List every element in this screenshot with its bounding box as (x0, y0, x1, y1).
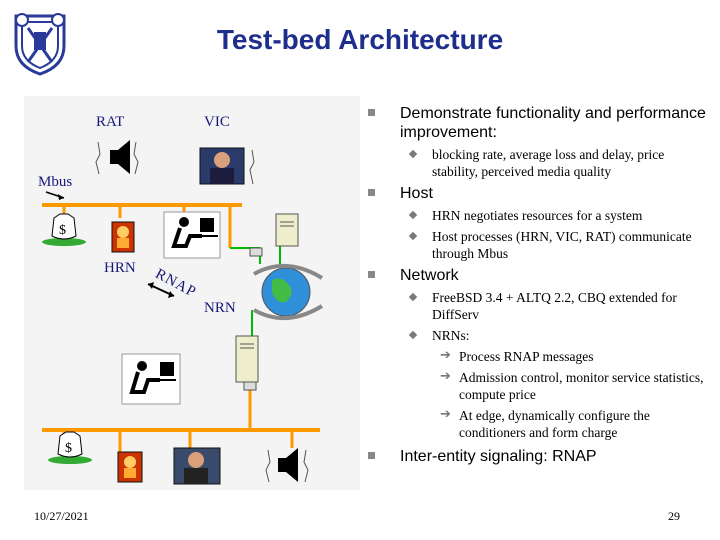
bullet-signaling: Inter-entity signaling: RNAP (368, 447, 708, 466)
speaker-icon (95, 140, 139, 175)
arrow-bullet-icon: ➔ (440, 369, 451, 384)
money-bag-bottom-icon: $ (48, 431, 92, 464)
hrn-agent-bottom-icon (117, 451, 143, 483)
diamond-bullet-icon (408, 149, 418, 159)
bullet-text: Host (400, 185, 433, 202)
network-router-globe-icon (253, 263, 324, 321)
mbus-arrow-icon (45, 191, 65, 200)
sub-sub-bullet-text: At edge, dynamically configure the condi… (459, 408, 650, 440)
sub-bullet-text: Host processes (HRN, VIC, RAT) communica… (432, 229, 692, 261)
diamond-bullet-icon (408, 231, 418, 241)
sub-bullet-host-processes: Host processes (HRN, VIC, RAT) communica… (368, 228, 708, 262)
speaker-bottom-icon (265, 448, 309, 483)
square-bullet-icon (368, 189, 375, 196)
sub-bullet-nrns: NRNs: (368, 327, 708, 344)
sub-bullet-text: HRN negotiates resources for a system (432, 208, 643, 223)
sub-bullet-freebsd: FreeBSD 3.4 + ALTQ 2.2, CBQ extended for… (368, 289, 708, 323)
testbed-diagram: $ (24, 96, 360, 490)
bullet-demonstrate: Demonstrate functionality and performanc… (368, 104, 708, 142)
diamond-bullet-icon (408, 292, 418, 302)
svg-text:$: $ (65, 441, 72, 456)
sub-sub-bullet-text: Process RNAP messages (459, 349, 594, 364)
diamond-bullet-icon (408, 210, 418, 220)
sub-bullet-metrics: blocking rate, average loss and delay, p… (368, 146, 708, 180)
university-logo-icon (14, 13, 66, 76)
nrn-label: NRN (204, 300, 236, 316)
bullet-network: Network (368, 266, 708, 285)
hrn-agent-icon (111, 221, 135, 253)
sub-sub-bullet-text: Admission control, monitor service stati… (459, 370, 704, 402)
hrn-label: HRN (104, 260, 136, 276)
slide-title: Test-bed Architecture (216, 24, 504, 55)
rat-label: RAT (96, 114, 125, 130)
rnap-double-arrow-icon (147, 282, 175, 298)
square-bullet-icon (368, 109, 375, 116)
bullet-text: Demonstrate functionality and performanc… (400, 105, 706, 141)
svg-text:$: $ (59, 223, 66, 238)
server-bottom-icon (235, 335, 259, 391)
bullet-text: Inter-entity signaling: RNAP (400, 448, 597, 465)
mbus-label: Mbus (38, 174, 73, 190)
diagram-graphics: $ (42, 140, 324, 485)
sub-sub-bullet-process: ➔ Process RNAP messages (368, 348, 708, 365)
sub-bullet-hrn: HRN negotiates resources for a system (368, 207, 708, 224)
sub-bullet-text: NRNs: (432, 328, 470, 343)
sub-sub-bullet-edge: ➔ At edge, dynamically configure the con… (368, 407, 708, 441)
square-bullet-icon (368, 271, 375, 278)
square-bullet-icon (368, 452, 375, 459)
arrow-bullet-icon: ➔ (440, 348, 451, 363)
arrow-bullet-icon: ➔ (440, 407, 451, 422)
sub-bullet-text: blocking rate, average loss and delay, p… (432, 147, 665, 179)
video-window-icon (199, 147, 255, 185)
money-bag-icon: $ (42, 213, 86, 246)
video-window-bottom-icon (173, 447, 221, 485)
slide-date: 10/27/2021 (34, 509, 89, 523)
sub-bullet-text: FreeBSD 3.4 + ALTQ 2.2, CBQ extended for… (432, 290, 677, 322)
bullet-list: Demonstrate functionality and performanc… (368, 104, 708, 470)
diamond-bullet-icon (408, 330, 418, 340)
workstation-user-bottom-icon (121, 353, 181, 405)
sub-sub-bullet-admission: ➔ Admission control, monitor service sta… (368, 369, 708, 403)
workstation-user-icon (163, 211, 221, 259)
bullet-text: Network (400, 267, 459, 284)
vic-label: VIC (204, 114, 230, 130)
bullet-host: Host (368, 184, 708, 203)
server-top-icon (249, 213, 299, 257)
page-number: 29 (668, 509, 680, 523)
